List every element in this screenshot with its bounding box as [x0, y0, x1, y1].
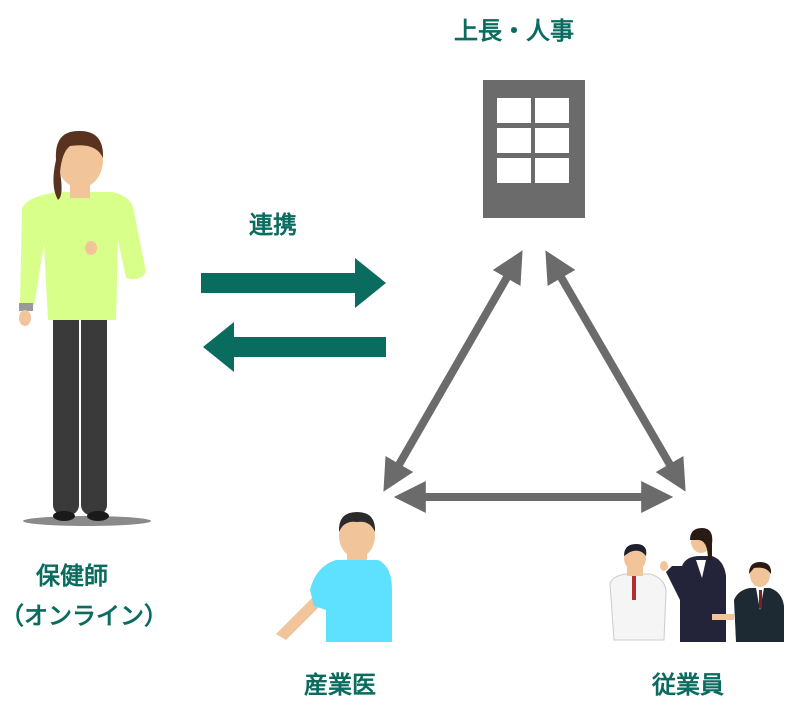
nurse-online-label: （オンライン）	[0, 602, 168, 630]
arrow-office-doctor	[383, 250, 523, 492]
collaboration-arrow-right	[201, 258, 386, 308]
collaboration-label: 連携	[249, 211, 297, 239]
nurse-person-icon	[19, 130, 151, 526]
office-building-icon	[483, 80, 585, 218]
doctor-person-icon	[276, 512, 392, 642]
arrow-office-employees	[545, 250, 686, 492]
doctor-label: 産業医	[304, 671, 376, 699]
employee-group-icon	[609, 528, 784, 642]
boss-hr-label: 上長・人事	[454, 17, 574, 45]
employees-label: 従業員	[652, 671, 724, 699]
collaboration-arrow-left	[203, 322, 386, 372]
nurse-label: 保健師	[36, 562, 108, 590]
